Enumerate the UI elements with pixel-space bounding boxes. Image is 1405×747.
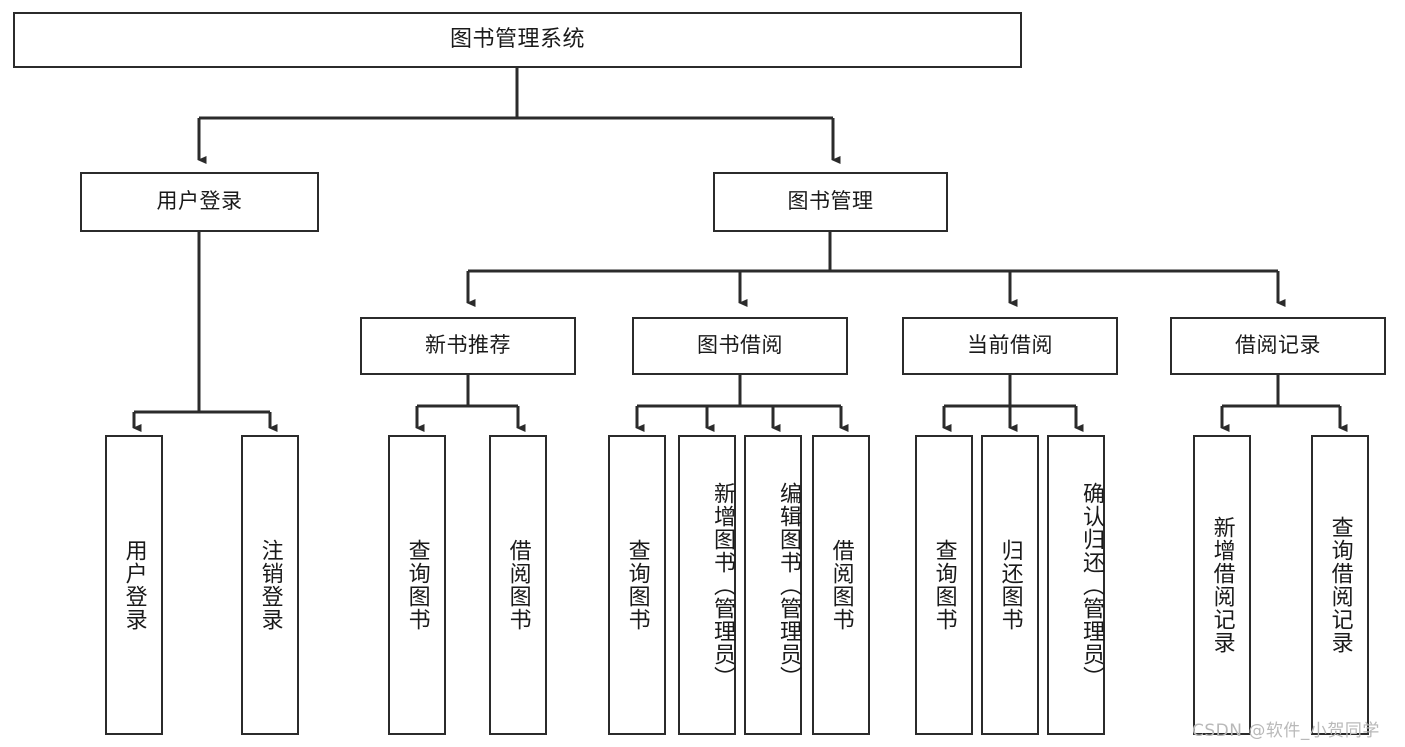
leaf-record-add-record[interactable]: 新增借阅记录 [1193,435,1251,735]
leaf-recommend-borrow-book[interactable]: 借阅图书 [489,435,547,735]
leaf-borrow-edit-book-admin[interactable]: 编辑图书（管理员） [744,435,802,735]
node-current-borrow[interactable]: 当前借阅 [902,317,1118,375]
node-book-management[interactable]: 图书管理 [713,172,948,232]
node-user-login[interactable]: 用户登录 [80,172,319,232]
node-borrow-record[interactable]: 借阅记录 [1170,317,1386,375]
node-book-borrow[interactable]: 图书借阅 [632,317,848,375]
leaf-borrow-borrow-book[interactable]: 借阅图书 [812,435,870,735]
leaf-record-query-record[interactable]: 查询借阅记录 [1311,435,1369,735]
csdn-watermark: CSDN @软件_小贺同学 [1192,721,1380,741]
leaf-current-return-book[interactable]: 归还图书 [981,435,1039,735]
leaf-recommend-query-book[interactable]: 查询图书 [388,435,446,735]
node-new-book-recommend[interactable]: 新书推荐 [360,317,576,375]
leaf-borrow-add-book-admin[interactable]: 新增图书（管理员） [678,435,736,735]
leaf-current-query-book[interactable]: 查询图书 [915,435,973,735]
node-root-system[interactable]: 图书管理系统 [13,12,1022,68]
leaf-user-login-logout[interactable]: 注销登录 [241,435,299,735]
leaf-borrow-query-book[interactable]: 查询图书 [608,435,666,735]
leaf-current-confirm-return-admin[interactable]: 确认归还（管理员） [1047,435,1105,735]
leaf-user-login-login[interactable]: 用户登录 [105,435,163,735]
